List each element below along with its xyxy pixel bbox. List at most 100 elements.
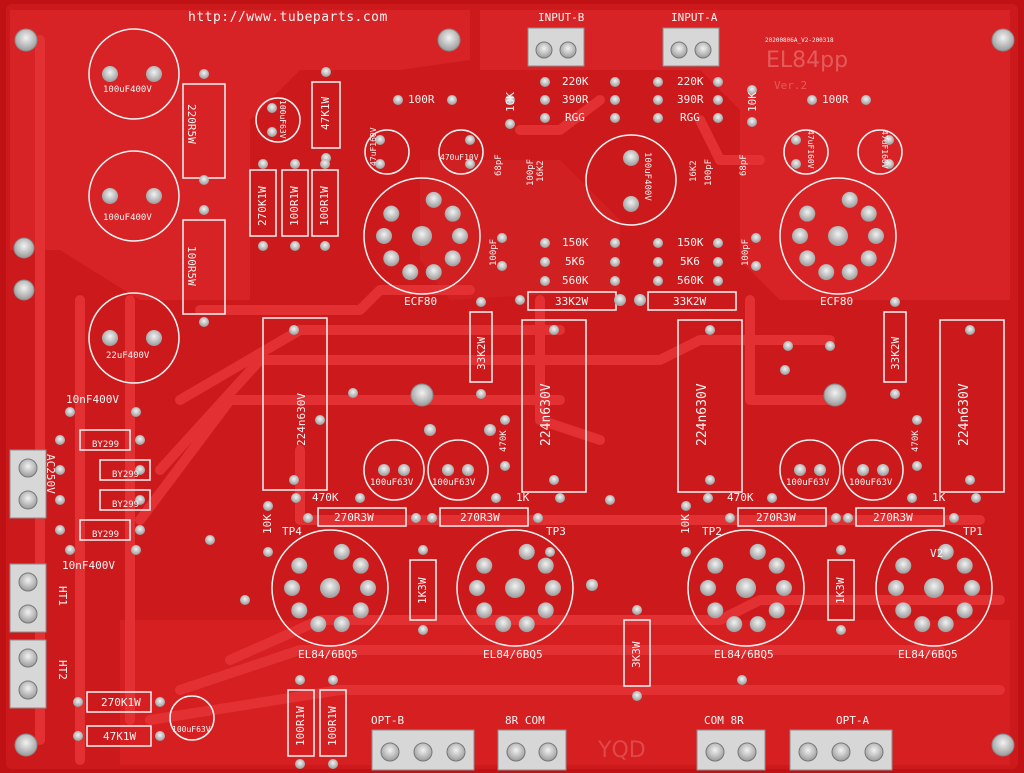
cap-label: 68pF [739,154,749,176]
resistor-label: 3K3W [630,641,643,669]
diode-label: BY299 [92,440,120,450]
power-pour [420,160,620,300]
out-left-label: 8R COM [505,714,545,727]
resistor-label: 390R [562,93,589,106]
tube-center-hole [320,578,340,598]
tube-center-hole [828,226,848,246]
resistor-label: 47K1W [103,730,137,743]
tube-pin [841,191,858,208]
film-cap-label: 224n630V [539,383,554,446]
tube-pin [537,602,554,619]
resistor-pads [55,67,981,769]
tube-pin [749,616,766,633]
resistor-label: 10K [746,92,759,112]
diode-label: BY299 [112,500,140,510]
tube-center-hole [924,578,944,598]
resistor-label: 16K2 [689,160,699,182]
el84-4-label: EL84/6BQ5 [898,648,958,661]
tube-pin [376,228,392,244]
website-label: http://www.tubeparts.com [188,10,388,25]
version-label: Ver.2 [774,79,808,92]
tube-pin [888,580,904,596]
resistor-label: 33K2W [673,295,707,308]
tube-sockets [271,177,993,647]
tube-pin [402,264,419,281]
resistor-label: 270R3W [873,511,913,524]
resistor-label: 1K [932,491,946,504]
tube-pin [799,250,816,267]
ht2-label: HT2 [56,660,69,680]
tube-pin [818,264,835,281]
resistor-label: 1K [516,491,530,504]
out-right-label: COM 8R [704,714,744,727]
resistor-label: 100R1W [288,186,301,226]
cap-label: 470uF10V [440,153,479,162]
tube-pins [284,191,980,633]
cap-label: 47uF160V [806,130,815,169]
resistor-label: 270R3W [334,511,374,524]
opt-b-label: OPT-B [371,714,405,727]
tube-pin [469,580,485,596]
cap-label: 68pF [494,154,504,176]
resistor-label: 220K [562,75,589,88]
model-label: EL84pp [766,48,849,73]
maker-label: YQD [598,738,646,763]
tube-pin [383,250,400,267]
resistor-label: 470K [499,430,509,452]
tube-center-hole [412,226,432,246]
resistor-label: 33K2W [555,295,589,308]
tube-center-hole [505,578,525,598]
diode-label: BY299 [92,530,120,540]
resistor-label: 150K [677,236,704,249]
tube-pin [700,580,716,596]
cap-label: 100uF63V [432,478,476,488]
cap-label: 47uF160V [880,130,889,169]
resistor-label: RGG [565,111,585,124]
tube-pin [545,580,561,596]
cap-label: 100uF63V [278,100,287,139]
diode-label: BY299 [112,470,140,480]
cap-label: 22uF400V [106,351,150,361]
tube-pin [352,602,369,619]
mounting-holes [13,28,1015,757]
resistor-label: 16K2 [536,160,546,182]
tube-pin [476,602,493,619]
resistor-label: 100R1W [294,706,307,746]
tube-pin [444,205,461,222]
tube-pin [352,557,369,574]
tube-pin [860,205,877,222]
resistor-label: 270K1W [256,186,269,226]
tube-pin [291,557,308,574]
resistor-label: 150K [562,236,589,249]
el84-2-label: EL84/6BQ5 [483,648,543,661]
tube-pin [333,616,350,633]
tube-pin [937,543,954,560]
resistor-label: 10K [504,92,517,112]
resistor-label: 560K [562,274,589,287]
tube-pin [895,602,912,619]
tube-pin [895,557,912,574]
film-cap-label: 224n630V [295,393,308,446]
tp4-label: TP4 [282,525,302,538]
resistor-label: 220R5W [185,104,198,144]
tube-pin [707,602,724,619]
tp3-label: TP3 [546,525,566,538]
tube-pin [444,250,461,267]
tube-pin [792,228,808,244]
resistor-label: 270R3W [756,511,796,524]
tube-center-hole [736,578,756,598]
cap-label: 100uF63V [786,478,830,488]
component-outlines [86,81,1005,757]
resistor-label: 560K [677,274,704,287]
resistor-label: 270K1W [101,696,141,709]
tp1-label: TP1 [963,525,983,538]
diodes [79,429,151,541]
tube-pin [768,557,785,574]
tube-pin [476,557,493,574]
tube-pin [537,557,554,574]
ecf80-left-label: ECF80 [404,295,438,308]
serial-label: 20200806A_V2-200318 [765,37,834,44]
tube-pin [518,543,535,560]
resistor-label: 470K [911,430,921,452]
tube-pin [868,228,884,244]
